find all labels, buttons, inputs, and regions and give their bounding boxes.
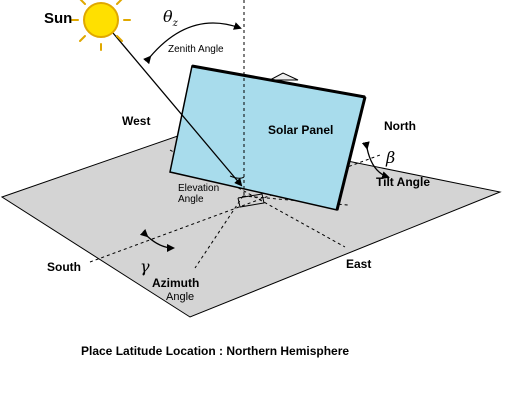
elevation-angle-arc: [229, 175, 245, 179]
caption: Place Latitude Location : Northern Hemis…: [81, 344, 349, 358]
tilt-angle-arc: [361, 141, 390, 180]
elevation-label-line1: Elevation: [178, 183, 219, 194]
solar-panel-label: Solar Panel: [268, 123, 333, 137]
west-label: West: [122, 114, 150, 128]
zenith-angle-label: Zenith Angle: [168, 44, 224, 55]
sun-label: Sun: [44, 10, 72, 27]
tilt-angle-label: Tilt Angle: [376, 175, 430, 189]
ground-axes: [89, 149, 381, 269]
north-label: North: [384, 119, 416, 133]
azimuth-angle-arc: [139, 228, 175, 252]
panel-right-edge: [335, 96, 367, 211]
azimuth-label-line1: Azimuth: [152, 276, 199, 290]
beta-symbol: β: [385, 148, 395, 167]
south-label: South: [47, 260, 81, 274]
panel-support: [269, 72, 299, 81]
panel-top-edge: [191, 64, 366, 99]
zenith-angle-arc: [143, 22, 242, 65]
elevation-label-line2: Angle: [178, 194, 204, 205]
right-angle-marker: [237, 193, 265, 208]
zenith-symbol: θz: [163, 7, 179, 29]
azimuth-line: [194, 195, 244, 269]
azimuth-label-line2: Angle: [166, 291, 194, 303]
sun-ray: [112, 32, 243, 187]
gamma-symbol: γ: [140, 257, 150, 276]
east-label: East: [346, 257, 371, 271]
sun-icon: [71, 0, 131, 51]
